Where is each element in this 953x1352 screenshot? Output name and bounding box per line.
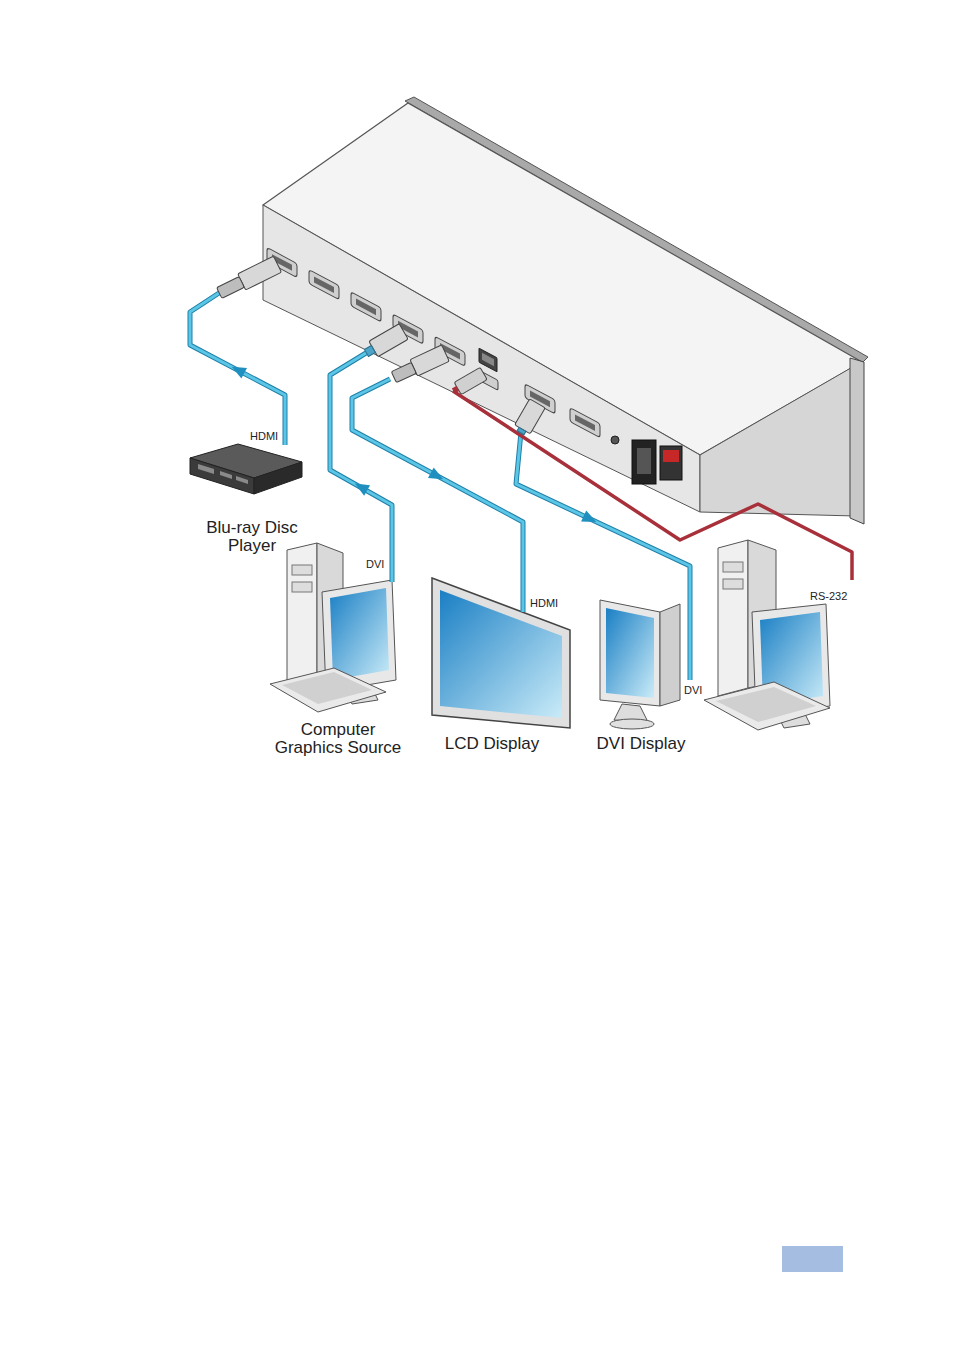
cable (516, 432, 690, 680)
caption-text: Blu-ray Disc Player (195, 519, 309, 556)
cable-plug (390, 345, 449, 385)
bluray-player (254, 462, 302, 494)
matrix-switcher (356, 299, 376, 316)
device-caption: Blu-ray Disc Player (193, 519, 311, 556)
control-computer (704, 540, 830, 730)
matrix-switcher (700, 365, 856, 516)
cable-plug (513, 399, 546, 437)
bluray-player (190, 458, 254, 494)
matrix-switcher (479, 348, 497, 372)
caption-text: DVI Display (583, 735, 699, 753)
caption-text: LCD Display (429, 735, 555, 753)
matrix-switcher (309, 270, 339, 300)
cable (352, 379, 523, 612)
cable-plug (215, 256, 545, 437)
cable (190, 293, 852, 680)
matrix-switcher (575, 414, 595, 431)
dvi-monitor (610, 719, 654, 729)
control-computer (716, 687, 816, 722)
cable-plug (215, 256, 281, 301)
bluray-player (220, 471, 232, 479)
signal-arrow (229, 361, 247, 378)
source-computer (287, 543, 317, 690)
matrix-switcher (660, 446, 682, 480)
signal-arrow (581, 511, 599, 528)
matrix-switcher (351, 292, 381, 322)
control-computer (704, 682, 830, 730)
cable (516, 432, 690, 680)
caption-text: Computer Graphics Source (270, 721, 406, 758)
device-caption: LCD Display (427, 735, 557, 753)
page-number-box (782, 1246, 843, 1272)
matrix-switcher (263, 97, 868, 524)
source-computer (292, 565, 312, 575)
bluray-player (198, 464, 214, 474)
cable-plug (452, 386, 459, 394)
cable (352, 379, 523, 612)
control-computer (718, 540, 748, 696)
source-computer (282, 672, 372, 704)
matrix-switcher (482, 353, 494, 366)
source-computer (270, 668, 386, 712)
bluray-player (190, 444, 302, 494)
source-computer (270, 543, 396, 712)
lcd-display (440, 590, 562, 718)
cable-plug (362, 324, 408, 361)
cable (453, 391, 852, 580)
matrix-switcher (632, 440, 656, 484)
lcd-display (432, 578, 570, 728)
matrix-switcher (314, 276, 334, 293)
dvi-monitor (660, 604, 680, 706)
cable-plug (454, 367, 487, 394)
cable-plug (517, 427, 526, 434)
dvi-monitor (600, 600, 680, 729)
cable-plug (238, 256, 282, 290)
dvi-monitor (606, 608, 654, 698)
matrix-switcher (663, 450, 679, 462)
lcd-display (432, 578, 570, 728)
cable-plug (515, 399, 546, 434)
cable-label: RS-232 (808, 590, 849, 603)
matrix-switcher (570, 408, 600, 438)
matrix-switcher (570, 408, 600, 438)
cable-label: HDMI (248, 430, 280, 443)
signal-arrow (229, 361, 599, 527)
cable-plug (217, 277, 245, 299)
cable-label: DVI (364, 558, 386, 571)
dvi-monitor (600, 600, 660, 706)
source-computer (292, 582, 312, 592)
matrix-switcher (850, 358, 864, 524)
cable-plug (450, 367, 487, 397)
matrix-switcher (637, 448, 651, 474)
cable-label: HDMI (528, 597, 560, 610)
matrix-switcher (351, 292, 381, 322)
cable-plug (391, 362, 416, 382)
cable (330, 353, 392, 582)
matrix-switcher (611, 436, 619, 444)
cable (330, 353, 392, 582)
bluray-player (236, 476, 248, 484)
device-caption: DVI Display (581, 735, 701, 753)
matrix-switcher (479, 348, 497, 372)
cable (190, 293, 285, 445)
control-computer (723, 562, 743, 572)
control-computer (723, 579, 743, 589)
cable (190, 293, 285, 445)
source-computer (330, 588, 389, 680)
signal-arrow (352, 478, 370, 495)
cable-label: DVI (682, 684, 704, 697)
signal-arrow (428, 467, 446, 484)
device-caption: Computer Graphics Source (268, 721, 408, 758)
cable-plug (364, 346, 375, 357)
matrix-switcher (309, 270, 339, 300)
